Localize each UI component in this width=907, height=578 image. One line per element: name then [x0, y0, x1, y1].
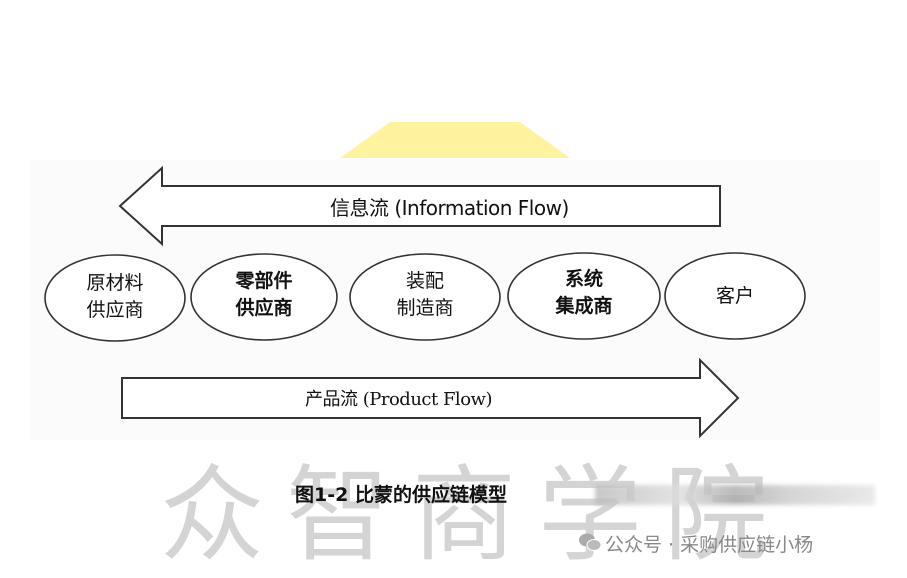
node-line: 系统	[564, 268, 603, 290]
node-line: 零部件	[235, 270, 293, 292]
node-line: 集成商	[555, 295, 613, 317]
information-flow-label: 信息流 (Information Flow)	[330, 196, 569, 220]
node-system-integrator: 系统集成商	[514, 266, 654, 320]
node-line: 装配	[405, 270, 444, 292]
node-line: 供应商	[86, 299, 144, 321]
node-line: 客户	[715, 285, 754, 307]
node-ellipse	[664, 252, 806, 340]
watermark: 众智商学院	[160, 454, 791, 576]
node-ellipse	[507, 252, 661, 340]
node-line: 供应商	[235, 297, 293, 319]
node-raw-material-supplier: 原材料供应商	[45, 270, 185, 324]
node-parts-supplier: 零部件供应商	[194, 268, 334, 322]
figure-caption: 图1-2 比蒙的供应链模型	[295, 484, 507, 506]
node-ellipse	[44, 254, 186, 342]
node-ellipse	[349, 253, 501, 341]
blurred-text	[595, 485, 875, 505]
footer-account: 公众号 · 采购供应链小杨	[605, 534, 814, 556]
node-assembly-manufacturer: 装配制造商	[355, 268, 495, 322]
information-flow-arrow	[118, 165, 721, 247]
wechat-icon	[579, 533, 602, 551]
node-customer: 客户	[665, 283, 805, 310]
node-line: 制造商	[396, 297, 454, 319]
product-flow-label: 产品流 (Product Flow)	[305, 389, 492, 410]
yellow-logo-shape	[340, 122, 570, 158]
product-flow-arrow	[121, 357, 740, 439]
node-line: 原材料	[86, 272, 144, 294]
node-ellipse	[190, 253, 338, 341]
